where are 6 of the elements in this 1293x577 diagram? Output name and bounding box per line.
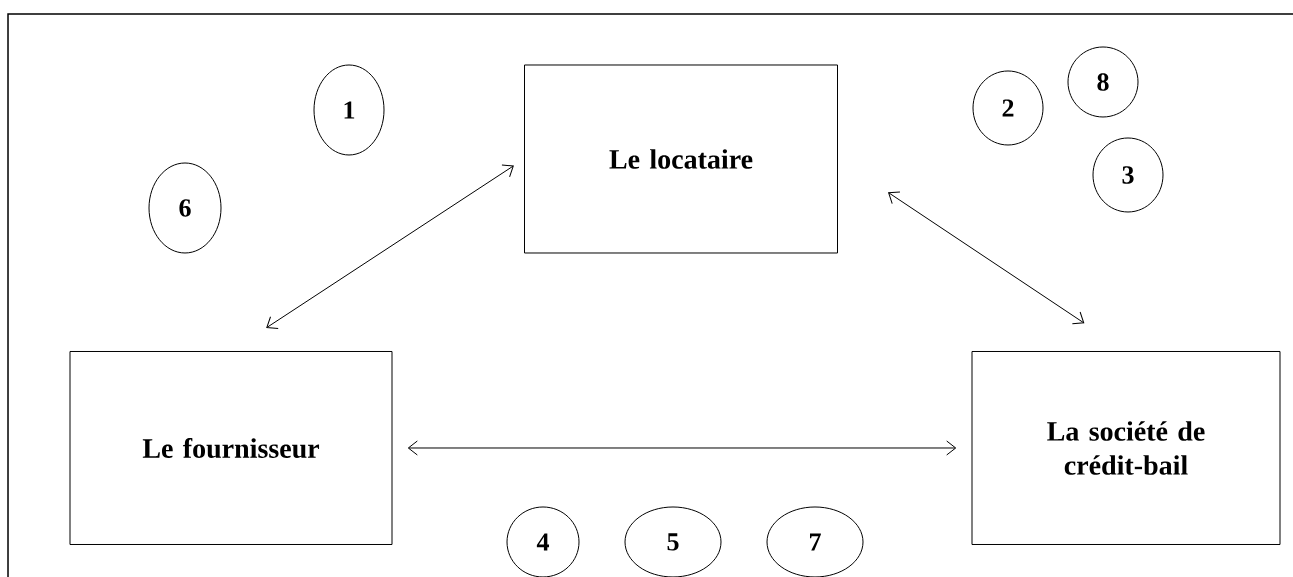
double-arrow: [888, 191, 1085, 325]
text-box: Le locataire: [524, 64, 838, 254]
text-box: Le fournisseur: [69, 351, 393, 545]
double-arrow: [266, 164, 514, 329]
text-box: La société de crédit-bail: [971, 351, 1281, 545]
double-arrow: [407, 440, 957, 456]
